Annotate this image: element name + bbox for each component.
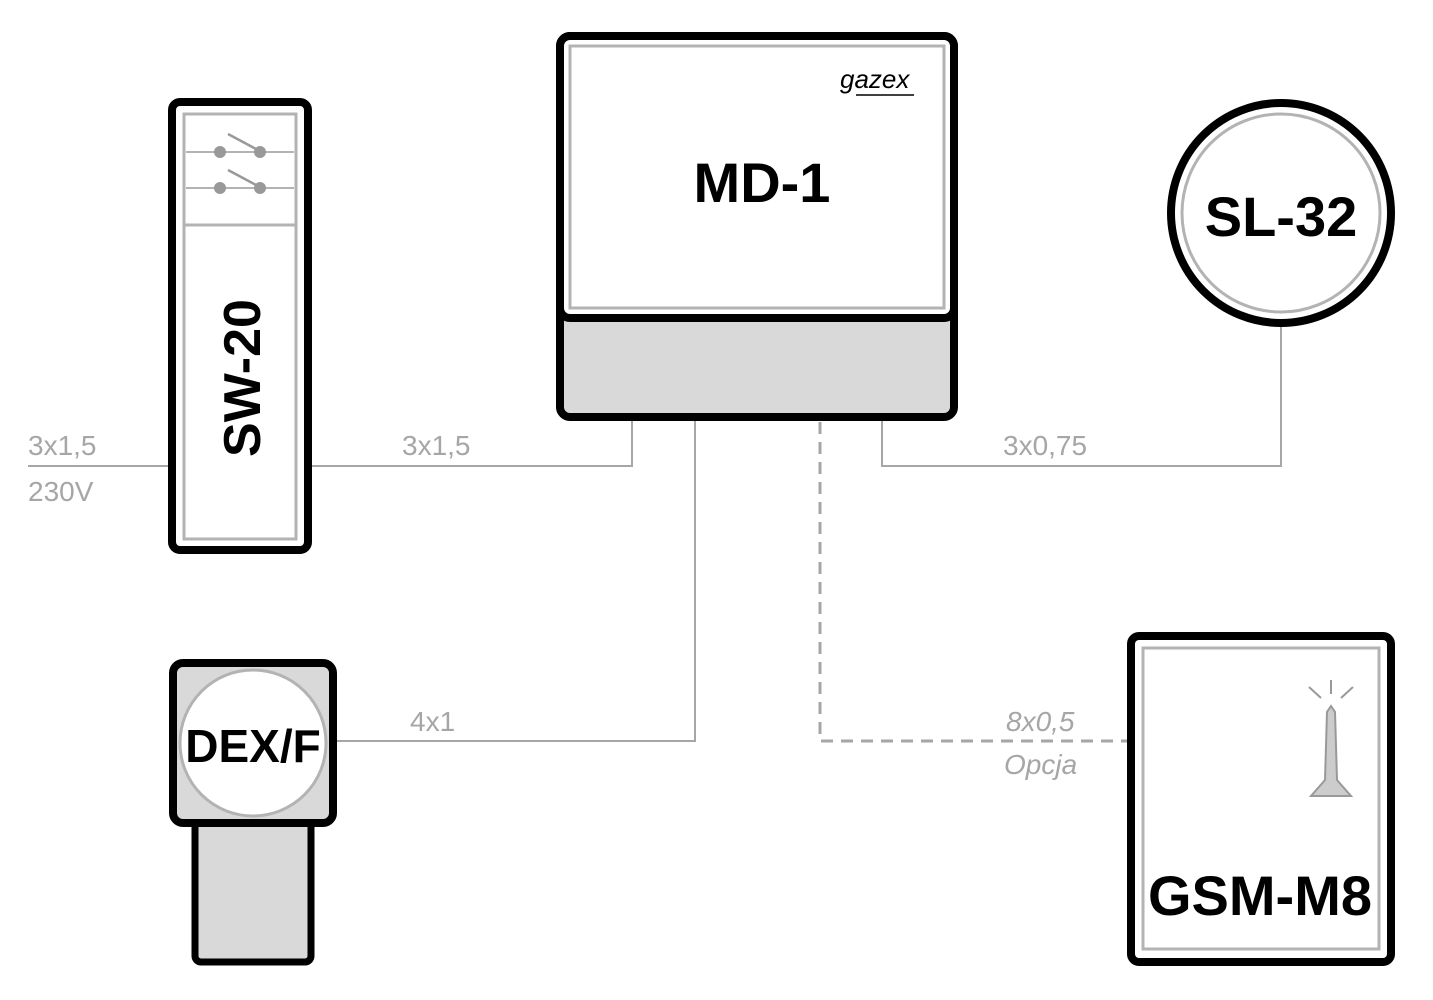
md1-brand-logo: gazex (840, 64, 910, 94)
gsm-label: GSM-M8 (1148, 864, 1372, 927)
sl32-device: SL-32 (1167, 99, 1395, 327)
sw20-device: SW-20 (168, 98, 312, 554)
gsm-inner-frame (1141, 646, 1381, 951)
dexf-device: DEX/F (169, 659, 337, 966)
antenna-icon (1308, 680, 1354, 797)
wire-md1-gsm-optional (818, 422, 1130, 743)
md1-device: gazex MD-1 (556, 32, 958, 421)
wire-md1-sl32 (881, 323, 1282, 467)
sl32-label: SL-32 (1205, 185, 1358, 248)
sl32-housing (1167, 99, 1395, 327)
mains-cable-label: 3x1,5 (28, 430, 97, 461)
sw20-md1-cable-label: 3x1,5 (402, 430, 471, 461)
md1-inner-frame (568, 44, 946, 310)
dexf-face (178, 668, 328, 818)
gsm-device: GSM-M8 (1127, 632, 1395, 966)
sw20-housing (168, 98, 312, 554)
md1-front-panel (556, 32, 958, 322)
sw20-label: SW-20 (214, 299, 272, 457)
md1-gsm-cable-label: 8x0,5 (1006, 706, 1075, 737)
switch-contacts-icon (186, 132, 294, 194)
dexf-sensor-body (191, 814, 315, 966)
sw20-inner-frame (182, 112, 298, 541)
mains-voltage-label: 230V (28, 476, 94, 507)
sl32-inner-ring (1180, 112, 1382, 314)
dexf-label: DEX/F (185, 720, 320, 772)
md1-sl32-cable-label: 3x0,75 (1003, 430, 1087, 461)
wire-sw20-md1 (308, 420, 633, 467)
wire-md1-dexf (334, 420, 696, 742)
md1-gsm-option-label: Opcja (1004, 749, 1077, 780)
md1-dexf-cable-label: 4x1 (410, 706, 455, 737)
md1-label: MD-1 (694, 151, 831, 214)
